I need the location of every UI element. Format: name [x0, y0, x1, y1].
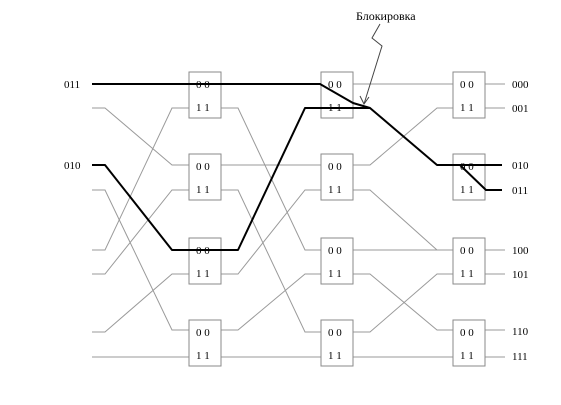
switch-box: 0 0 1 1	[320, 71, 354, 119]
blocking-callout: Блокировка	[356, 9, 416, 105]
wire	[220, 189, 322, 333]
output-label: 100	[512, 245, 529, 257]
switch-box: 0 0 1 1	[188, 153, 222, 201]
interconnection-wires	[92, 83, 505, 358]
switch-box: 0 0 1 1	[188, 71, 222, 119]
svg-text:1 1: 1 1	[328, 350, 342, 362]
svg-text:0 0: 0 0	[328, 161, 342, 173]
svg-text:1 1: 1 1	[328, 184, 342, 196]
svg-text:1 1: 1 1	[460, 184, 474, 196]
output-label: 110	[512, 326, 529, 338]
output-label: 010	[512, 160, 529, 172]
wire	[92, 189, 190, 331]
switch-box: 0 0 1 1	[320, 237, 354, 285]
input-label: 011	[64, 79, 80, 91]
wire	[352, 189, 454, 251]
output-label: 000	[512, 79, 529, 91]
input-labels: 011 010	[64, 79, 81, 172]
wire	[220, 189, 322, 275]
blocking-label: Блокировка	[356, 9, 416, 23]
wire	[92, 189, 190, 275]
svg-text:0 0: 0 0	[328, 327, 342, 339]
svg-text:1 1: 1 1	[460, 350, 474, 362]
switch-box: 0 0 1 1	[320, 319, 354, 367]
wire	[92, 107, 190, 166]
svg-text:0 0: 0 0	[328, 79, 342, 91]
wire	[220, 273, 322, 331]
svg-text:1 1: 1 1	[196, 184, 210, 196]
callout-arrow	[363, 23, 383, 105]
callout-arrow-head	[359, 95, 370, 105]
route-path-010	[92, 107, 370, 251]
wire	[92, 273, 190, 333]
routed-paths	[92, 83, 502, 251]
svg-text:0 0: 0 0	[328, 245, 342, 257]
svg-text:0 0: 0 0	[460, 327, 474, 339]
wire	[352, 273, 454, 333]
switch-box: 0 0 1 1	[320, 153, 354, 201]
svg-text:1 1: 1 1	[196, 268, 210, 280]
svg-text:0 0: 0 0	[460, 79, 474, 91]
switch-grid: 0 0 1 1 0 0 1 1 0 0 1 1 0 0 1 1 0 0 1 1 …	[188, 71, 486, 367]
output-label: 011	[512, 185, 528, 197]
wire	[352, 273, 454, 331]
switch-box: 0 0 1 1	[452, 237, 486, 285]
wire	[92, 107, 190, 251]
svg-text:0 0: 0 0	[460, 245, 474, 257]
svg-text:1 1: 1 1	[460, 102, 474, 114]
switch-box: 0 0 1 1	[188, 319, 222, 367]
output-label: 101	[512, 269, 529, 281]
svg-text:1 1: 1 1	[460, 268, 474, 280]
input-label: 010	[64, 160, 81, 172]
svg-text:1 1: 1 1	[196, 350, 210, 362]
switch-box: 0 0 1 1	[452, 71, 486, 119]
output-label: 111	[512, 351, 528, 363]
switch-box: 0 0 1 1	[188, 237, 222, 285]
svg-text:0 0: 0 0	[196, 161, 210, 173]
svg-text:0 0: 0 0	[196, 327, 210, 339]
output-labels: 000 001 010 011 100 101 110 111	[512, 79, 529, 363]
output-label: 001	[512, 103, 529, 115]
svg-text:1 1: 1 1	[328, 268, 342, 280]
switch-box: 0 0 1 1	[452, 153, 486, 201]
svg-text:1 1: 1 1	[196, 102, 210, 114]
switch-box: 0 0 1 1	[452, 319, 486, 367]
route-path-011	[92, 83, 502, 191]
